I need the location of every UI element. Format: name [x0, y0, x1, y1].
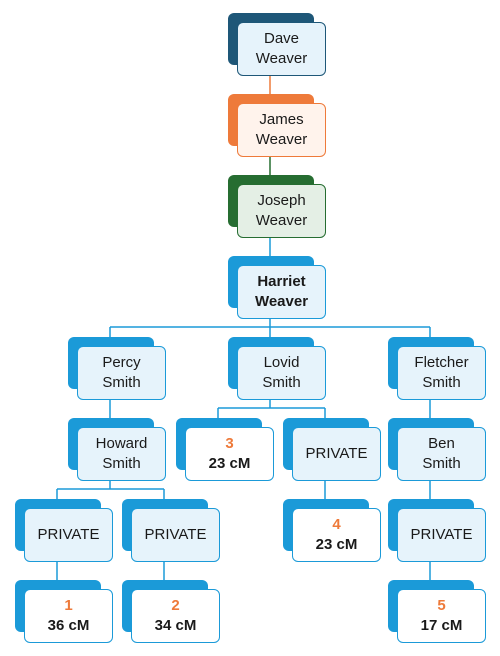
person-dave-weaver[interactable]: Dave Weaver [228, 13, 326, 76]
person-last-name: Smith [262, 374, 301, 391]
person-last-name: Smith [422, 374, 461, 391]
person-ben-smith[interactable]: Ben Smith [388, 418, 486, 481]
private-person-3[interactable]: PRIVATE [283, 418, 381, 481]
person-last-name: Smith [102, 455, 141, 472]
connector-lovid-children [217, 400, 326, 420]
person-first-name: James [259, 111, 304, 128]
match-number: 5 [437, 597, 446, 614]
private-label: PRIVATE [410, 526, 473, 543]
match-cm: 34 cM [154, 617, 197, 634]
person-last-name: Weaver [254, 293, 309, 310]
person-first-name: Fletcher [414, 354, 469, 371]
person-last-name: Weaver [255, 212, 308, 229]
person-howard-smith[interactable]: Howard Smith [68, 418, 166, 481]
match-cm: 36 cM [47, 617, 90, 634]
person-last-name: Smith [422, 455, 461, 472]
match-cm: 17 cM [420, 617, 463, 634]
person-harriet-weaver[interactable]: Harriet Weaver [228, 256, 326, 319]
person-first-name: Percy [102, 354, 141, 371]
private-person-2[interactable]: PRIVATE [122, 499, 220, 562]
match-cm: 23 cM [315, 536, 358, 553]
dna-match-4[interactable]: 4 23 cM [283, 499, 381, 562]
person-lovid-smith[interactable]: Lovid Smith [228, 337, 326, 400]
match-cm: 23 cM [208, 455, 251, 472]
connector-harriet-children [109, 319, 431, 339]
match-number: 3 [225, 435, 234, 452]
private-label: PRIVATE [37, 526, 100, 543]
person-first-name: Howard [95, 435, 148, 452]
person-james-weaver[interactable]: James Weaver [228, 94, 326, 157]
dna-match-2[interactable]: 2 34 cM [122, 580, 220, 643]
person-last-name: Smith [102, 374, 141, 391]
person-first-name: Joseph [257, 192, 306, 209]
connector-howard-children [56, 481, 165, 501]
person-first-name: Ben [428, 435, 455, 452]
private-label: PRIVATE [144, 526, 207, 543]
private-person-4[interactable]: PRIVATE [388, 499, 486, 562]
person-last-name: Weaver [255, 50, 308, 67]
dna-match-3[interactable]: 3 23 cM [176, 418, 274, 481]
person-percy-smith[interactable]: Percy Smith [68, 337, 166, 400]
dna-match-1[interactable]: 1 36 cM [15, 580, 113, 643]
match-number: 4 [332, 516, 341, 533]
person-first-name: Lovid [263, 354, 300, 371]
dna-match-5[interactable]: 5 17 cM [388, 580, 486, 643]
person-first-name: Harriet [257, 273, 306, 290]
person-joseph-weaver[interactable]: Joseph Weaver [228, 175, 326, 238]
private-label: PRIVATE [305, 445, 368, 462]
match-number: 1 [64, 597, 73, 614]
person-last-name: Weaver [255, 131, 308, 148]
person-first-name: Dave [263, 30, 300, 47]
private-person-1[interactable]: PRIVATE [15, 499, 113, 562]
match-number: 2 [171, 597, 180, 614]
person-fletcher-smith[interactable]: Fletcher Smith [388, 337, 486, 400]
